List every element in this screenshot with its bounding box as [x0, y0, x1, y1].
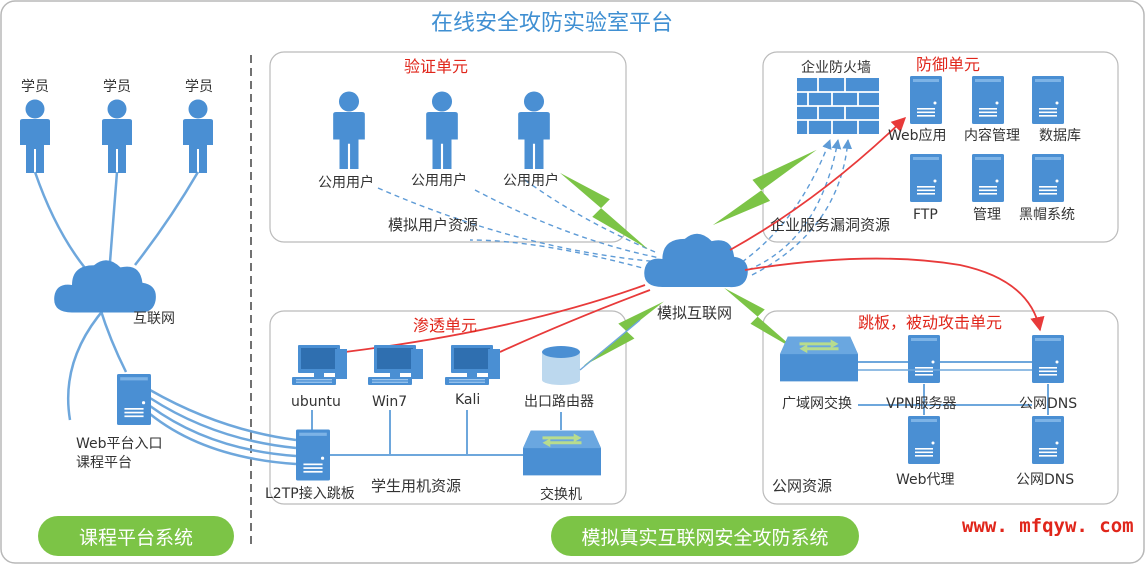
- server-label-web-app: Web应用: [888, 128, 947, 144]
- verify-unit-title: 验证单元: [404, 57, 469, 76]
- pentest-box: [269, 310, 627, 505]
- public-user-icon: [518, 91, 550, 170]
- simulation-system-button[interactable]: 模拟真实互联网安全攻防系统: [551, 516, 859, 556]
- web-proxy-label: Web代理: [896, 472, 955, 488]
- student-icon: [20, 99, 50, 173]
- internet-label: 互联网: [133, 311, 175, 327]
- server-label-cms: 内容管理: [964, 128, 1020, 144]
- blackhat-server-icon: [1032, 154, 1064, 202]
- vpn-server-label: VPN服务器: [886, 396, 957, 412]
- watermark: www. mfqyw. com: [962, 515, 1134, 537]
- router-icon: [542, 346, 580, 385]
- lan-bus: [311, 410, 562, 456]
- public-dns-label: 公网DNS: [1016, 472, 1075, 488]
- database-server-icon: [1032, 76, 1064, 124]
- host-label-kali: Kali: [455, 392, 481, 408]
- l2tp-jump-label: L2TP接入跳板: [265, 486, 355, 502]
- user-resource-label: 模拟用户资源: [388, 216, 479, 234]
- lightning-bolt-icon: [724, 288, 796, 350]
- simulated-internet-label: 模拟互联网: [657, 304, 733, 322]
- web-entry-server-icon: [117, 374, 151, 425]
- public-user-icon: [426, 91, 458, 170]
- wan-switch-label: 广域网交换: [782, 396, 852, 412]
- cms-server-icon: [972, 76, 1004, 124]
- student-resource-label: 学生用机资源: [371, 477, 462, 495]
- entry-links: [149, 388, 297, 466]
- switch-label: 交换机: [540, 487, 582, 503]
- student-icon: [183, 99, 213, 173]
- router-link: [579, 319, 641, 371]
- user-dashed-links: [377, 179, 661, 263]
- internet-link: [66, 307, 106, 421]
- student-links: [33, 171, 200, 373]
- win7-pc-icon: [368, 345, 423, 385]
- student-label: 学员: [21, 79, 49, 95]
- web-app-server-icon: [910, 76, 942, 124]
- vpn-server-icon: [908, 335, 940, 383]
- student-label: 学员: [103, 79, 131, 95]
- public-box: [762, 310, 1119, 505]
- course-platform-label: 课程平台: [76, 455, 132, 471]
- public-dns-label: 公网DNS: [1019, 396, 1078, 412]
- public-resource-label: 公网资源: [772, 477, 833, 495]
- public-user-label: 公用用户: [411, 173, 467, 189]
- host-label-win7: Win7: [372, 394, 408, 410]
- server-label-admin: 管理: [973, 207, 1001, 223]
- firewall-label: 企业防火墙: [801, 60, 871, 76]
- student-icon: [102, 99, 132, 173]
- pentest-unit-title: 渗透单元: [413, 316, 478, 335]
- public-user-icon: [333, 91, 365, 170]
- router-label: 出口路由器: [524, 394, 594, 410]
- public-dns-server-icon: [1032, 335, 1064, 383]
- simulated-internet-cloud-icon: [644, 233, 748, 288]
- server-label-blackhat: 黑帽系统: [1019, 207, 1075, 223]
- wan-switch-icon: [780, 336, 858, 382]
- ftp-server-icon: [910, 154, 942, 202]
- firewall-icon: [797, 78, 879, 134]
- passive-unit-title: 跳板，被动攻击单元: [858, 313, 1003, 332]
- web-entry-label: Web平台入口: [76, 436, 163, 452]
- verify-box: [269, 51, 627, 243]
- public-user-label: 公用用户: [503, 173, 559, 189]
- defense-unit-title: 防御单元: [916, 55, 981, 74]
- admin-server-icon: [972, 154, 1004, 202]
- student-label: 学员: [185, 79, 213, 95]
- internet-cloud-icon: [54, 260, 156, 313]
- defense-box: [762, 51, 1119, 243]
- public-dns-server-icon: [1032, 416, 1064, 464]
- web-proxy-server-icon: [908, 416, 940, 464]
- kali-pc-icon: [445, 345, 500, 385]
- lan-switch-icon: [523, 430, 601, 476]
- public-links: [858, 361, 1049, 415]
- public-user-label: 公用用户: [318, 175, 374, 191]
- diagram-title: 在线安全攻防实验室平台: [431, 11, 674, 36]
- server-label-database: 数据库: [1039, 128, 1081, 144]
- enterprise-resource-label: 企业服务漏洞资源: [770, 216, 891, 234]
- ubuntu-pc-icon: [292, 345, 347, 385]
- host-label-ubuntu: ubuntu: [291, 394, 341, 410]
- course-platform-button[interactable]: 课程平台系统: [38, 516, 234, 556]
- l2tp-jump-server-icon: [296, 429, 330, 481]
- server-label-ftp: FTP: [913, 207, 938, 223]
